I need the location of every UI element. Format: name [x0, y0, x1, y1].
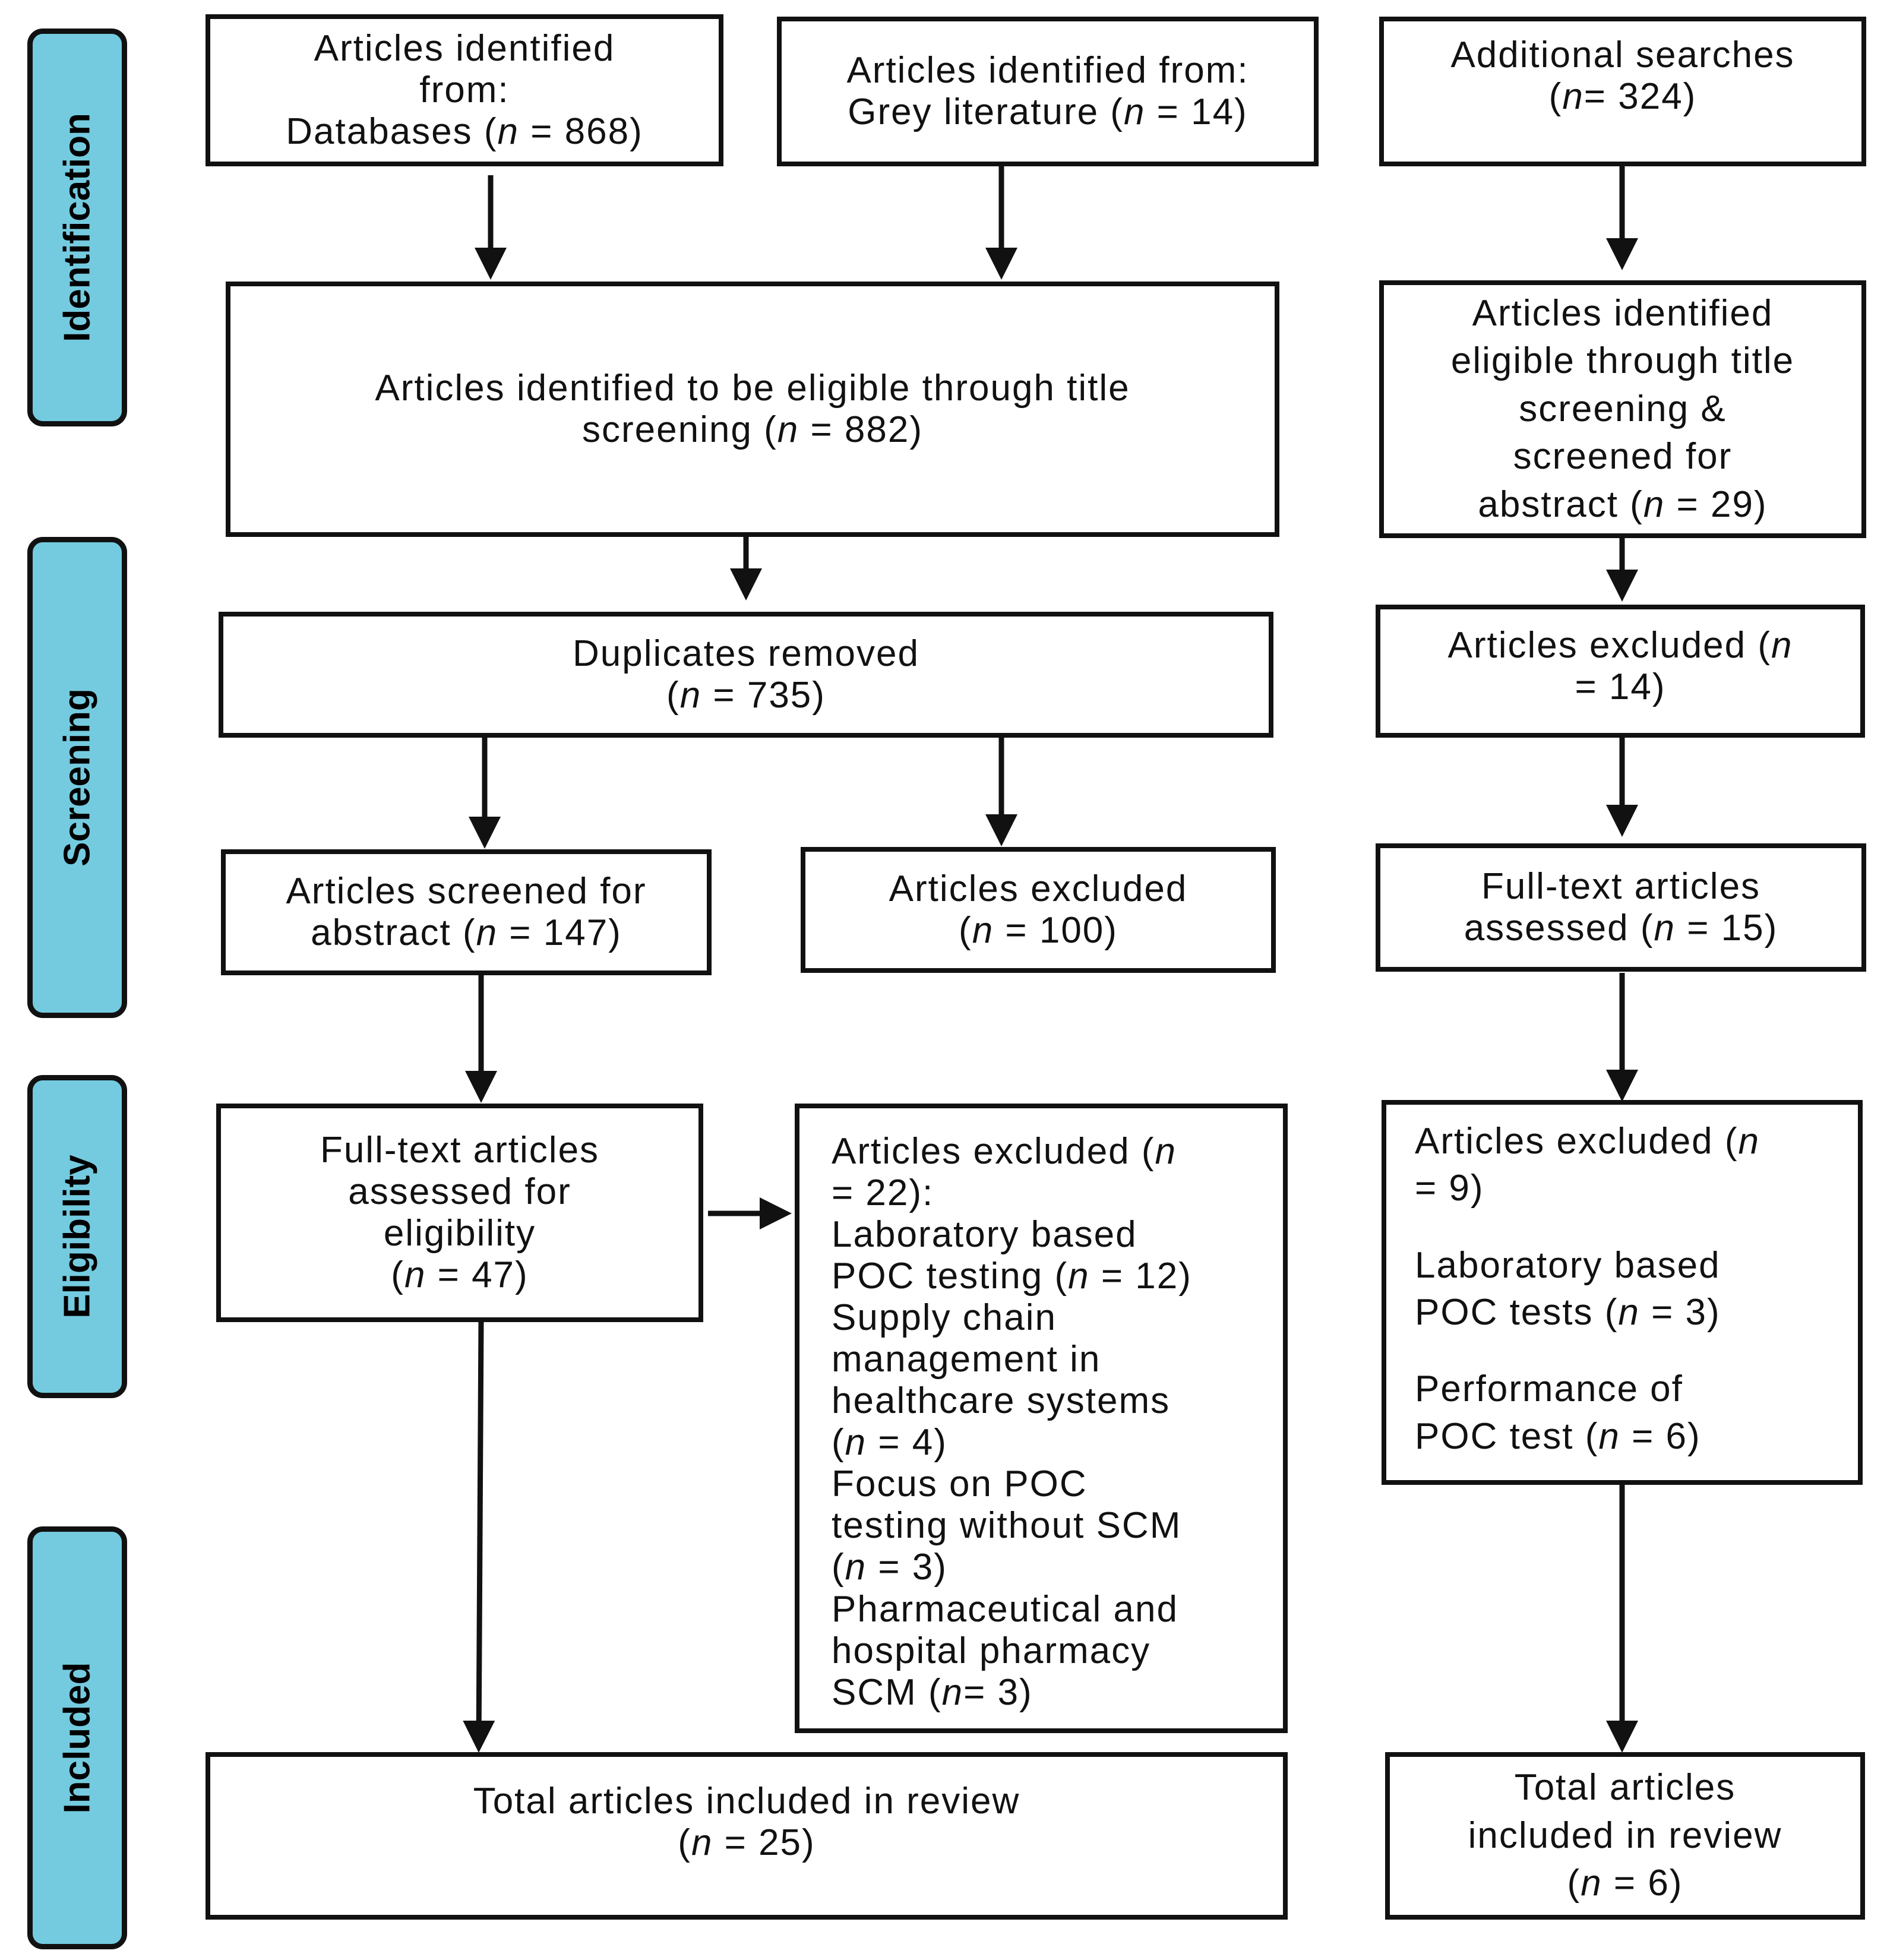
box-databases-line-1: Articles identified [314, 27, 615, 69]
box-duplicates-removed: Duplicates removed (n = 735) [219, 612, 1273, 738]
box-grey-line-1: Articles identified from: [846, 49, 1249, 91]
box-excluded22-line-7: healthcare systems [832, 1380, 1171, 1422]
box-excluded22-line-4: POC testing (n = 12) [832, 1256, 1192, 1297]
box-excluded22-line-14: SCM (n= 3) [832, 1671, 1033, 1713]
box-excluded14-line-2: = 14) [1575, 666, 1666, 708]
arrow-fulltext47-to-total25 [463, 1321, 495, 1753]
box-excluded14-line-1: Articles excluded (n [1447, 625, 1793, 666]
box-additional-line-1: Additional searches [1450, 34, 1795, 75]
box-title-screening-line-1: Articles identified to be eligible throu… [375, 367, 1130, 409]
box-excluded22-line-3: Laboratory based [832, 1214, 1137, 1256]
box-fulltext47-line-3: eligibility [383, 1213, 536, 1254]
box-add-title-line-4: screened for [1513, 436, 1733, 478]
box-excluded-22: Articles excluded (n = 22): Laboratory b… [795, 1104, 1288, 1733]
box-total6-line-3: (n = 6) [1567, 1863, 1683, 1904]
box-excluded100-line-1: Articles excluded [889, 868, 1188, 909]
box-total6-line-2: included in review [1468, 1814, 1782, 1856]
box-total6-line-1: Total articles [1514, 1767, 1736, 1809]
box-databases: Articles identified from: Databases (n =… [206, 14, 723, 166]
phase-identification: Identification [27, 29, 127, 426]
box-title-screening-line-2: screening (n = 882) [582, 409, 923, 450]
box-screened-abstract: Articles screened for abstract (n = 147) [221, 849, 712, 975]
box-fulltext15-line-2: assessed (n = 15) [1464, 908, 1778, 949]
box-total-included-25: Total articles included in review (n = 2… [206, 1752, 1288, 1920]
box-excluded22-line-11: (n = 3) [832, 1547, 947, 1588]
box-databases-line-3: Databases (n = 868) [286, 111, 643, 153]
box-total25-line-1: Total articles included in review [473, 1781, 1020, 1822]
box-excluded22-line-13: hospital pharmacy [832, 1630, 1151, 1671]
box-excluded22-line-5: Supply chain [832, 1297, 1057, 1339]
box-screened-line-2: abstract (n = 147) [311, 912, 622, 953]
box-fulltext15-line-1: Full-text articles [1481, 865, 1761, 907]
box-databases-line-2: from: [419, 69, 510, 110]
box-add-title-line-3: screening & [1519, 388, 1727, 429]
box-total25-line-2: (n = 25) [678, 1822, 816, 1864]
box-grey-line-2: Grey literature (n = 14) [848, 91, 1248, 132]
box-excluded9-line-4: POC tests (n = 3) [1415, 1292, 1721, 1333]
box-duplicates-line-1: Duplicates removed [573, 633, 919, 674]
box-excluded100-line-2: (n = 100) [959, 910, 1118, 951]
box-add-title-line-2: eligible through title [1450, 340, 1795, 382]
box-add-title-line-5: abstract (n = 29) [1478, 483, 1768, 525]
phase-eligibility: Eligibility [27, 1075, 127, 1398]
box-excluded9-line-1: Articles excluded (n [1415, 1121, 1760, 1162]
phase-screening: Screening [27, 537, 127, 1018]
box-excluded22-line-2: = 22): [832, 1172, 934, 1214]
box-total-included-6: Total articles included in review (n = 6… [1385, 1752, 1865, 1920]
box-excluded22-line-9: Focus on POC [832, 1463, 1088, 1505]
box-excluded-100: Articles excluded (n = 100) [801, 847, 1276, 973]
box-excluded9-line-3: Laboratory based [1415, 1244, 1721, 1286]
box-excluded22-line-6: management in [832, 1339, 1101, 1380]
box-excluded9-line-2: = 9) [1415, 1168, 1484, 1209]
box-excluded22-line-12: Pharmaceutical and [832, 1588, 1178, 1630]
box-screened-line-1: Articles screened for [286, 870, 647, 912]
box-add-title-line-1: Articles identified [1472, 292, 1774, 334]
box-excluded22-line-10: testing without SCM [832, 1505, 1182, 1547]
box-additional-line-2: (n= 324) [1548, 76, 1697, 118]
box-excluded22-line-1: Articles excluded (n [832, 1131, 1177, 1172]
box-fulltext47-line-2: assessed for [348, 1171, 571, 1212]
phase-included: Included [27, 1526, 127, 1949]
box-additional-searches: Additional searches (n= 324) [1379, 17, 1866, 166]
box-additional-title-screening: Articles identified eligible through tit… [1379, 280, 1866, 538]
box-additional-excluded-14: Articles excluded (n = 14) [1376, 605, 1865, 738]
box-fulltext47-line-1: Full-text articles [320, 1129, 600, 1171]
box-fulltext-eligibility: Full-text articles assessed for eligibil… [216, 1104, 703, 1322]
box-additional-excluded-9: Articles excluded (n = 9) Laboratory bas… [1382, 1100, 1863, 1485]
box-excluded22-line-8: (n = 4) [832, 1422, 947, 1463]
box-duplicates-line-2: (n = 735) [666, 675, 826, 716]
box-grey-literature: Articles identified from: Grey literatur… [777, 17, 1319, 166]
box-excluded9-line-6: POC test (n = 6) [1415, 1415, 1701, 1457]
box-fulltext47-line-4: (n = 47) [391, 1254, 529, 1296]
box-excluded9-line-5: Performance of [1415, 1368, 1683, 1410]
box-additional-fulltext: Full-text articles assessed (n = 15) [1376, 843, 1866, 972]
box-title-screening: Articles identified to be eligible throu… [226, 282, 1279, 537]
